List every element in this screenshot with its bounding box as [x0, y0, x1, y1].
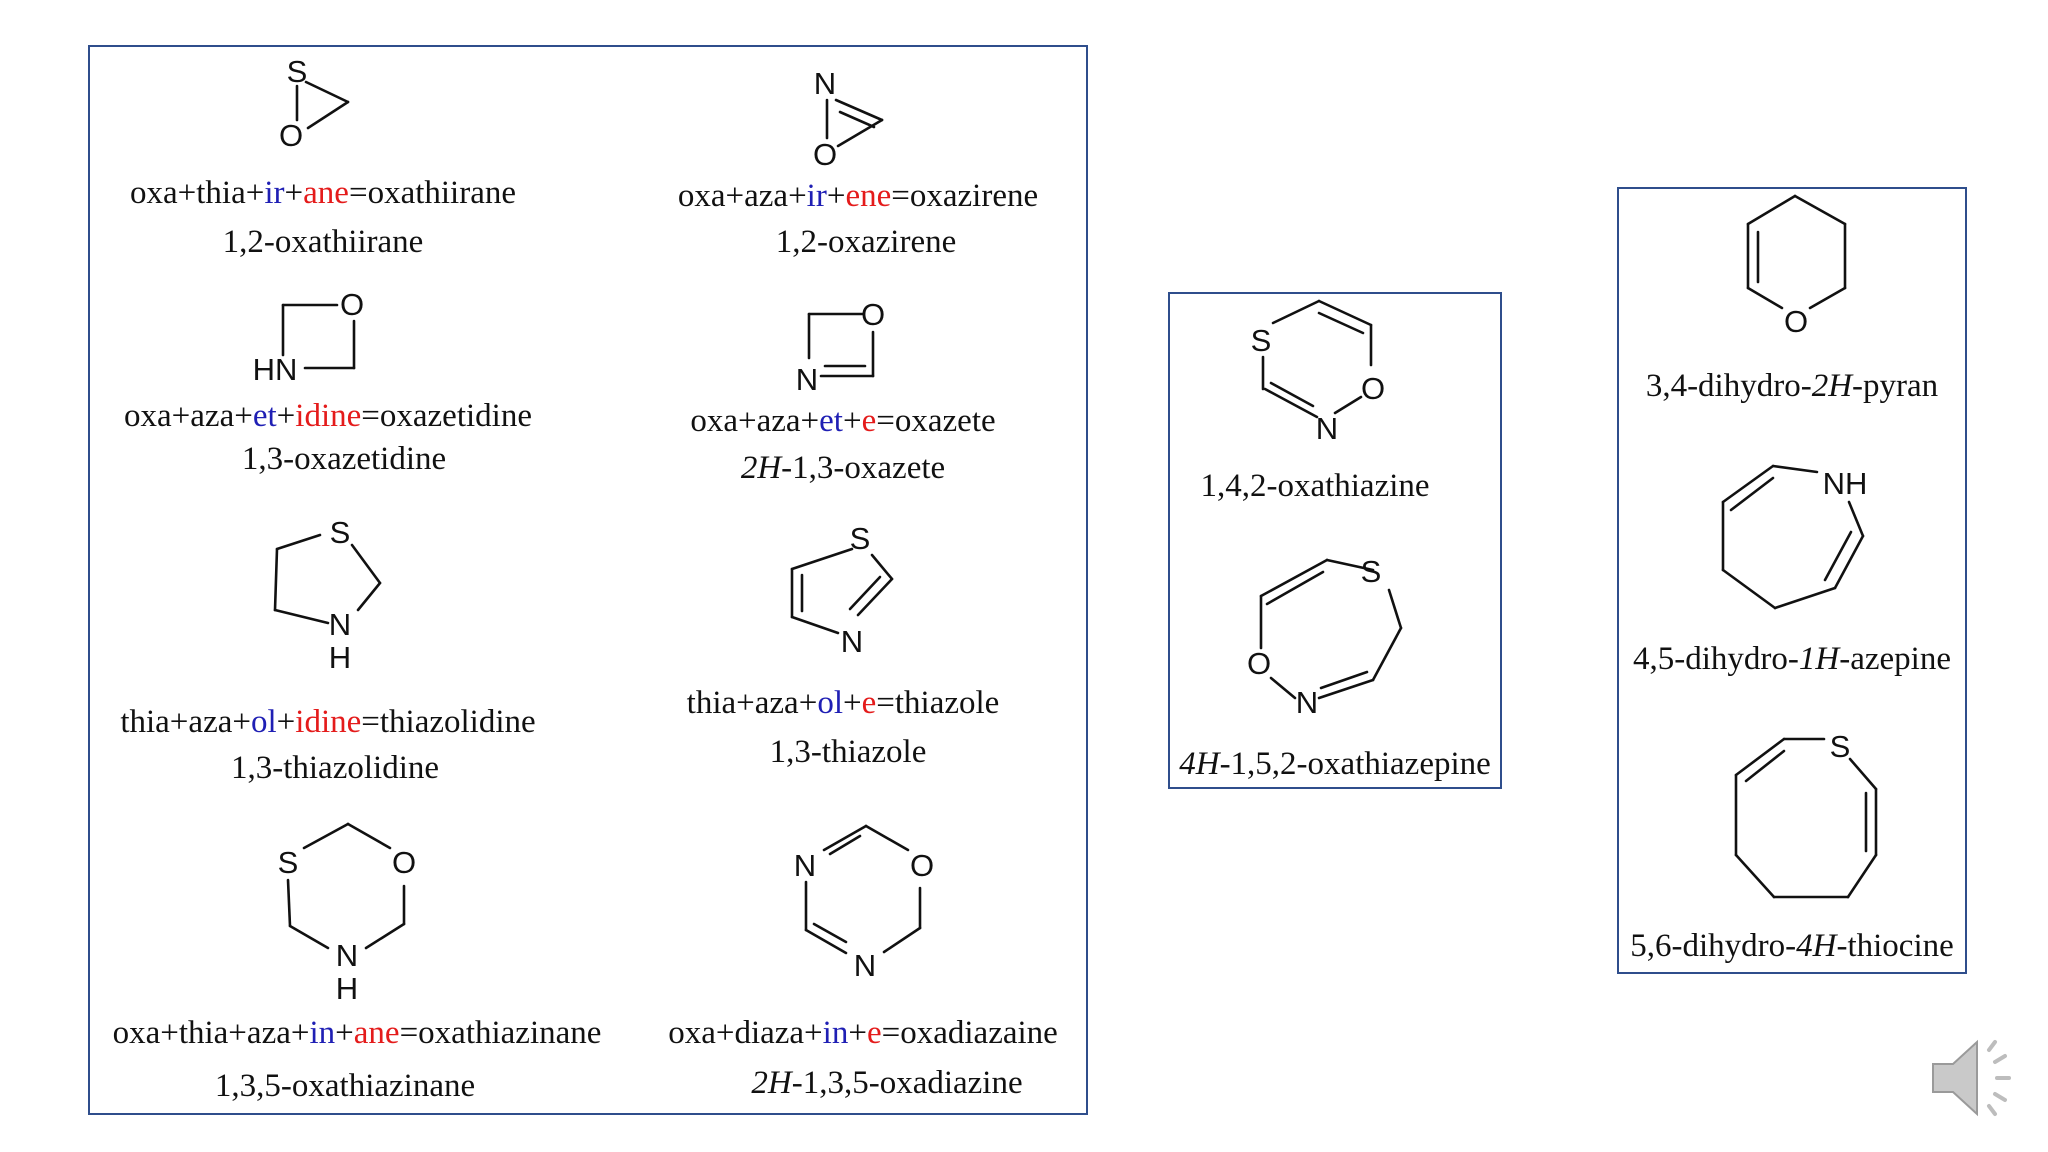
- atom-s: S: [1830, 729, 1851, 764]
- oxazirene-formula: oxa+aza+ir+ene=oxazirene: [677, 178, 1039, 214]
- atom-n2: N: [854, 948, 876, 983]
- oxadiazine-structure: N O N: [794, 824, 934, 983]
- dihydropyran-name: 3,4-dihydro-2H-pyran: [1645, 368, 1939, 404]
- dihydrothiocine-structure: S: [1734, 729, 1878, 899]
- oxazirene-structure: N O: [813, 66, 884, 172]
- oxathiazinane-structure: S O N H: [278, 822, 416, 1006]
- atom-n: N: [336, 938, 358, 973]
- dihydroazepine-name: 4,5-dihydro-1H-azepine: [1633, 641, 1951, 677]
- oxadiazine-formula: oxa+diaza+in+e=oxadiazaine: [668, 1015, 1058, 1051]
- atom-hn: HN: [253, 352, 298, 387]
- atom-o: O: [813, 137, 837, 172]
- oxathiazinane-name: 1,3,5-oxathiazinane: [214, 1068, 476, 1104]
- oxathiazine-name: 1,4,2-oxathiazine: [1200, 468, 1430, 504]
- atom-n: N: [329, 607, 351, 642]
- thiazolidine-name: 1,3-thiazolidine: [230, 750, 440, 786]
- atom-h: H: [329, 640, 351, 675]
- atom-n: N: [796, 362, 818, 397]
- atom-o: O: [910, 848, 934, 883]
- atom-s: S: [278, 845, 299, 880]
- oxathiazepine-structure: S O N: [1247, 554, 1403, 720]
- atom-nh: NH: [1823, 466, 1868, 501]
- atom-h: H: [336, 971, 358, 1006]
- oxadiazine-name: 2H-1,3,5-oxadiazine: [751, 1065, 1023, 1101]
- oxazete-formula: oxa+aza+et+e=oxazete: [690, 403, 996, 439]
- oxazete-name: 2H-1,3-oxazete: [740, 450, 946, 486]
- thiazole-name: 1,3-thiazole: [769, 734, 927, 770]
- oxathiazine-structure: S O N: [1251, 299, 1385, 446]
- dihydrothiocine-name: 5,6-dihydro-4H-thiocine: [1630, 928, 1954, 964]
- oxathiazinane-formula: oxa+thia+aza+in+ane=oxathiazinane: [112, 1015, 602, 1051]
- thiazole-structure: S N: [790, 521, 894, 659]
- atom-o: O: [279, 118, 303, 153]
- atom-n1: N: [794, 848, 816, 883]
- atom-s: S: [850, 521, 871, 556]
- thiazole-formula: thia+aza+ol+e=thiazole: [686, 685, 1000, 721]
- atom-o: O: [861, 297, 885, 332]
- atom-s: S: [1251, 323, 1272, 358]
- atom-n: N: [1316, 411, 1338, 446]
- oxathiazepine-name: 4H-1,5,2-oxathiazepine: [1179, 746, 1491, 782]
- dihydropyran-structure: O: [1746, 194, 1847, 339]
- atom-o: O: [1247, 646, 1271, 681]
- left-panel: [88, 45, 1088, 1115]
- thiazolidine-formula: thia+aza+ol+idine=thiazolidine: [120, 704, 536, 740]
- atom-o: O: [340, 287, 364, 322]
- atom-n: N: [841, 624, 863, 659]
- oxathiirane-name: 1,2-oxathiirane: [222, 224, 424, 260]
- oxazetidine-formula: oxa+aza+et+idine=oxazetidine: [124, 398, 532, 434]
- oxazetidine-name: 1,3-oxazetidine: [241, 441, 447, 477]
- atom-o: O: [1361, 371, 1385, 406]
- atom-n: N: [814, 66, 836, 101]
- atom-s: S: [330, 515, 351, 550]
- oxazete-structure: O N: [796, 297, 885, 397]
- atom-s: S: [287, 54, 308, 89]
- oxazirene-name: 1,2-oxazirene: [775, 224, 957, 260]
- dihydroazepine-structure: NH: [1721, 464, 1868, 610]
- oxathiirane-formula: oxa+thia+ir+ane=oxathiirane: [130, 175, 516, 211]
- atom-o: O: [1784, 304, 1808, 339]
- speaker-icon[interactable]: [1925, 1028, 2025, 1128]
- atom-o: O: [392, 845, 416, 880]
- atom-n: N: [1296, 685, 1318, 720]
- atom-s: S: [1361, 554, 1382, 589]
- thiazolidine-structure: S N H: [273, 515, 382, 675]
- oxathiirane-structure: S O: [279, 54, 350, 153]
- middle-panel: [1168, 292, 1502, 789]
- oxazetidine-structure: O HN: [253, 287, 364, 387]
- right-panel: [1617, 187, 1967, 974]
